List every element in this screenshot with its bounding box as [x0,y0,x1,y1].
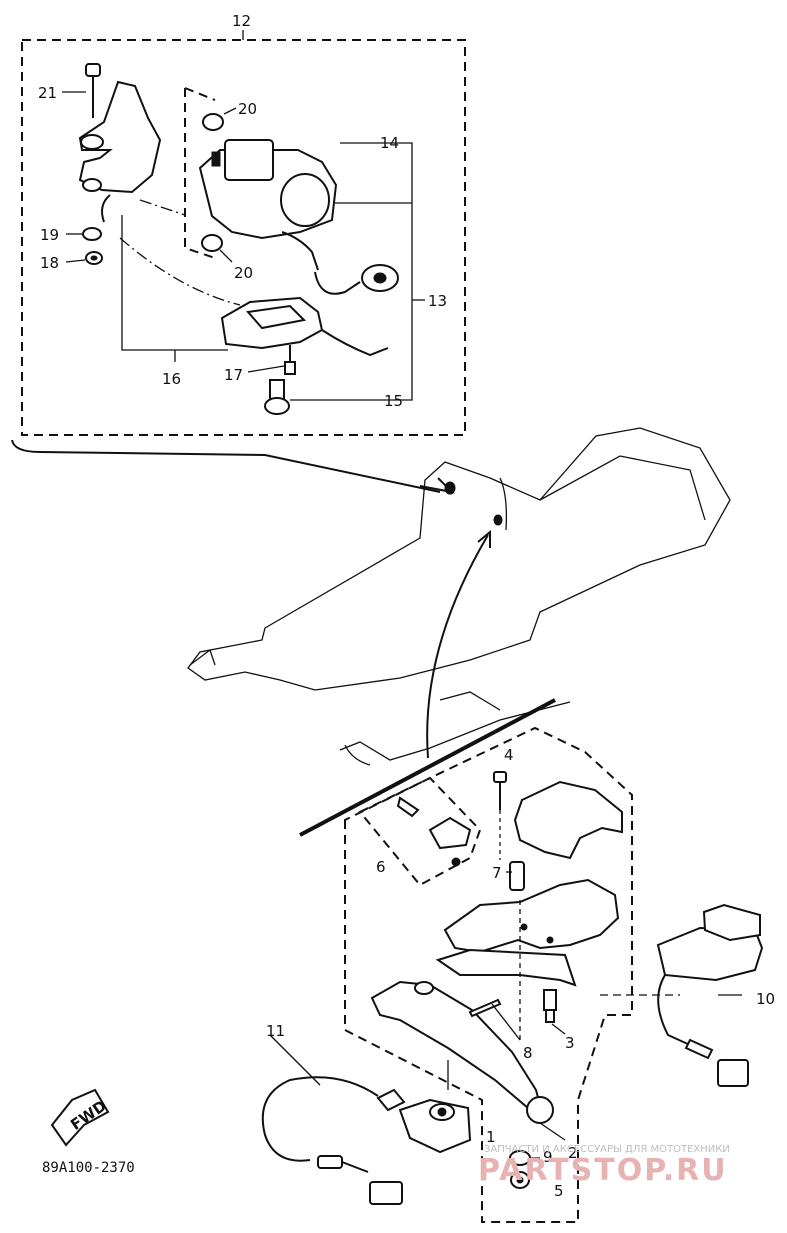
callout-bracket-line [11,439,441,493]
collar-20-bottom [201,234,233,263]
callout-21: 21 [38,84,57,102]
detail-dashed-frame [21,39,466,436]
washer-19 [66,227,102,241]
handlebar-line [299,698,556,837]
guide-line-b [139,199,186,216]
washer-9 [509,1150,540,1166]
throttle-sensor-cable-11 [261,1034,472,1205]
watermark-site: PARTSTOP.RU [478,1153,728,1188]
screw-8 [468,998,521,1041]
nut-18 [65,251,103,265]
callout-19: 19 [40,226,59,244]
callout-18: 18 [40,254,59,272]
bracket-13-15 [290,142,413,401]
callout-8: 8 [523,1044,533,1062]
callout-4: 4 [504,746,514,764]
sub-box-6 [358,776,482,887]
callout-15: 15 [384,392,403,410]
collar-dashed-guide [184,87,216,259]
lower-assembly [50,726,764,1223]
callout-20-top: 20 [238,100,257,118]
callout-12: 12 [232,12,251,30]
callout-6: 6 [376,858,386,876]
bracket-16 [121,215,228,351]
callout-labels: 12 21 20 14 19 18 20 13 17 16 15 4 6 7 1… [38,12,775,1200]
callout-17: 17 [224,366,243,384]
callout-7: 7 [492,864,502,882]
callout-14: 14 [380,134,399,152]
mounting-bracket [78,80,162,223]
leader-2 [539,1122,566,1141]
bolt-3 [543,989,566,1035]
detail-group-12 [11,30,466,494]
snowmobile-outline [187,427,731,766]
throttle-lever [370,980,554,1124]
throttle-switch-14 [198,139,338,271]
callout-16: 16 [162,370,181,388]
housing-16 [220,296,389,357]
lower-dashed-frame [344,726,633,1223]
grip-cover [513,780,623,860]
lower-assembly-arrow [426,534,489,759]
lower-assembly-arrowhead [477,529,491,548]
mount-point-right [493,514,503,526]
guide-line-a [119,237,241,306]
bolt-4 [493,771,507,860]
screw-15 [264,379,290,415]
callout-10: 10 [756,990,775,1008]
callout-20-bottom: 20 [234,264,253,282]
watermark-tagline: ЗАПЧАСТИ И АКСЕССУАРЫ ДЛЯ МОТОТЕХНИКИ [484,1144,730,1155]
bolt-21 [62,63,101,118]
collar-7 [506,861,525,891]
callout-2: 2 [568,1144,578,1162]
connector-6 [396,796,472,867]
callout-3: 3 [565,1034,575,1052]
collar-20-top [202,107,237,131]
callout-11: 11 [266,1022,285,1040]
callout-13: 13 [428,292,447,310]
front-direction-arrow [50,1088,110,1147]
screw-17 [247,345,296,375]
callout-1: 1 [486,1128,496,1146]
nut-5 [510,1171,530,1189]
callout-9: 9 [543,1148,553,1166]
callout-5: 5 [554,1182,564,1200]
mount-point-left [444,481,456,495]
watermark: ЗАПЧАСТИ И АКСЕССУАРЫ ДЛЯ МОТОТЕХНИКИ PA… [478,1144,730,1188]
control-unit-10 [600,903,764,1087]
switch-connector [314,264,399,295]
diagram-code: 89A100-2370 [42,1160,135,1176]
lever-housing [435,878,620,987]
